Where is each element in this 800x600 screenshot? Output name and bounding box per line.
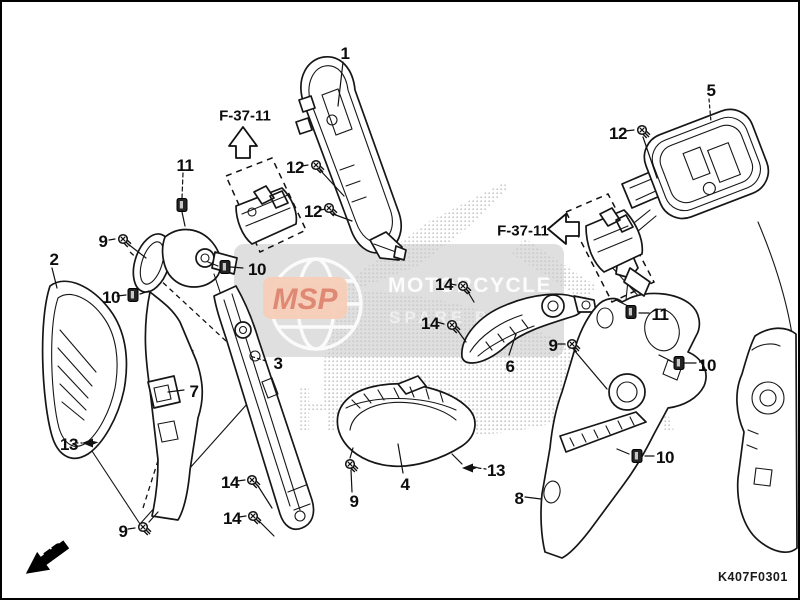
part-3-stay-bracket: [213, 285, 315, 531]
screw-icon: [323, 202, 338, 217]
part-2-mirror-housing: [41, 280, 128, 460]
screw-icon: [636, 124, 651, 139]
part-label-13: 13: [487, 461, 505, 480]
nut-clip-icon: [127, 288, 139, 302]
part-label-3: 3: [273, 354, 283, 373]
reference-boxes: [224, 126, 656, 303]
part-label-9: 9: [548, 336, 558, 355]
part-label-10: 10: [656, 448, 674, 467]
part-label-14: 14: [435, 275, 453, 294]
nut-clip-icon: [631, 449, 643, 463]
ref-label-f3711-left: F-37-11: [219, 107, 271, 125]
msp-logo-badge: MSP: [263, 277, 347, 319]
part-1-mirror-housing: [295, 56, 407, 261]
part-7-stay-arm: [132, 228, 238, 521]
part-label-6: 6: [505, 357, 515, 376]
fr-direction-arrow: [25, 540, 70, 574]
dashed-box-left: [224, 157, 307, 254]
leader-lines: [51, 61, 712, 537]
msp-logo-text: MSP: [272, 283, 338, 316]
part-label-10: 10: [248, 260, 266, 279]
part-label-5: 5: [706, 81, 716, 100]
part-label-14: 14: [221, 473, 239, 492]
ref-arrow-left: [547, 213, 580, 245]
nut-clip-icon: [673, 356, 685, 370]
part-4-mirror-housing: [336, 375, 476, 468]
part-label-9: 9: [98, 232, 108, 251]
part-label-10: 10: [698, 356, 716, 375]
part-label-12: 12: [304, 202, 322, 221]
part-label-7: 7: [189, 382, 199, 401]
part-5-mirror-housing: [621, 108, 770, 220]
pin-icon: [462, 463, 479, 473]
ref-arrow-up: [228, 126, 258, 159]
screw-icon: [117, 233, 132, 248]
part-label-13: 13: [60, 435, 78, 454]
screw-icon: [247, 510, 262, 525]
watermark-line1: MOTORCYCLE: [388, 274, 552, 297]
ref-label-f3711-right: F-37-11: [497, 222, 549, 240]
part-label-10: 10: [102, 288, 120, 307]
part-label-14: 14: [223, 509, 241, 528]
part-label-9: 9: [118, 522, 128, 541]
part-label-11: 11: [651, 305, 669, 324]
nut-clip-icon: [219, 260, 231, 274]
parts-lineart: [41, 56, 798, 559]
nut-clip-icon: [176, 198, 188, 212]
part-label-2: 2: [49, 250, 59, 269]
part-label-12: 12: [609, 124, 627, 143]
screw-icon: [344, 458, 359, 473]
screw-icon: [310, 159, 325, 174]
part-label-11: 11: [176, 156, 194, 175]
page-code: K407F0301: [718, 570, 788, 584]
part-label-12: 12: [286, 158, 304, 177]
screw-icon: [137, 521, 152, 536]
dashed-box-right: [564, 193, 656, 303]
part-label-14: 14: [421, 314, 439, 333]
part-label-9: 9: [349, 492, 359, 511]
nut-clip-icon: [625, 305, 637, 319]
screw-icon: [246, 474, 261, 489]
part-label-1: 1: [340, 44, 350, 63]
part-label-8: 8: [514, 489, 524, 508]
part-label-4: 4: [400, 475, 410, 494]
right-cover-piece: [736, 327, 798, 553]
part-6-stay-crescent: [461, 293, 597, 364]
